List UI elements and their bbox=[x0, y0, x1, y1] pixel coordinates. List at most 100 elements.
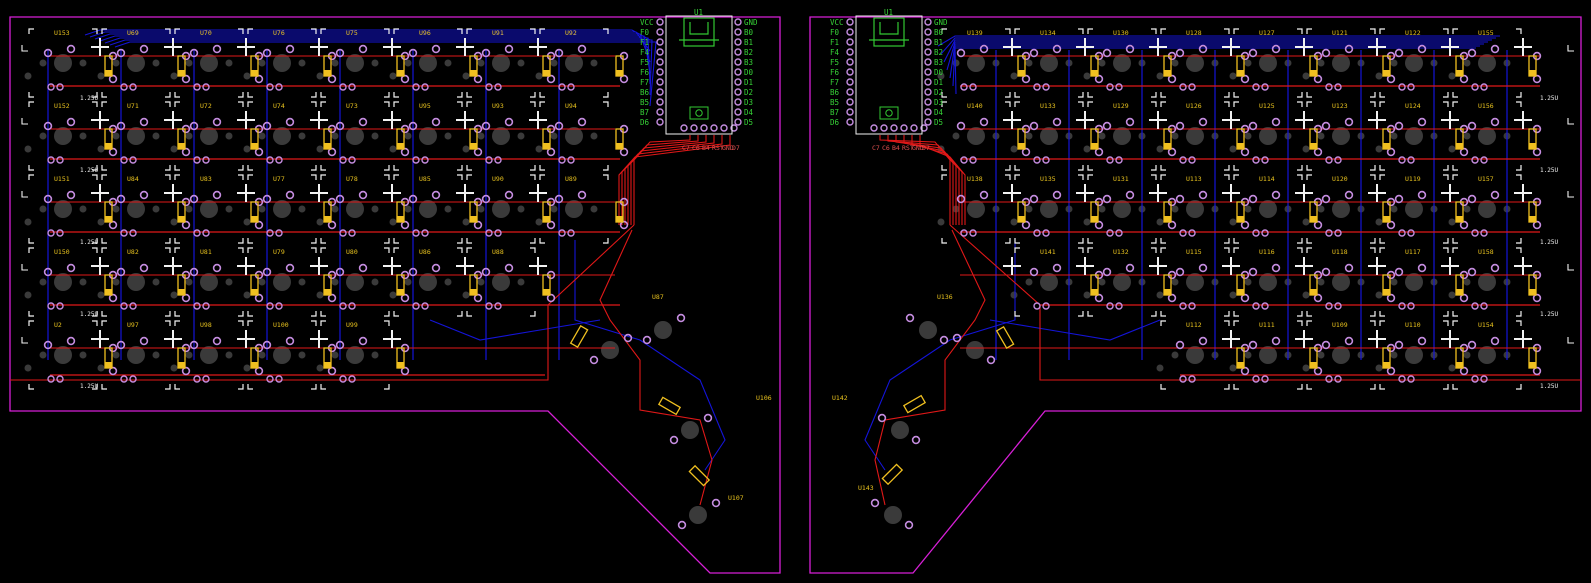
switch-pad bbox=[979, 117, 989, 127]
diode-band bbox=[1310, 70, 1317, 76]
mcu-pin-pad bbox=[924, 108, 932, 116]
diode-band bbox=[543, 143, 550, 149]
switch-peg-hole bbox=[404, 132, 412, 140]
switch-pad bbox=[554, 121, 564, 131]
plus-mark bbox=[1149, 111, 1167, 129]
led-pad bbox=[421, 302, 429, 310]
right-reset-pad bbox=[885, 109, 893, 117]
switch-corner-mark bbox=[238, 247, 244, 253]
led-pad bbox=[485, 83, 493, 91]
switch-pad bbox=[285, 336, 295, 346]
stab-hole bbox=[1010, 291, 1018, 299]
switch-corner-mark bbox=[1379, 238, 1385, 244]
diode-pad bbox=[181, 293, 191, 303]
mcu-pin-label: D2 bbox=[934, 88, 943, 97]
diode-band bbox=[1456, 70, 1463, 76]
switch-reference: U73 bbox=[346, 102, 358, 110]
diode-band bbox=[397, 143, 404, 149]
mcu-pin-pad bbox=[734, 38, 742, 46]
plus-mark bbox=[1003, 38, 1021, 56]
switch-corner-mark bbox=[1306, 320, 1312, 326]
right-mcu-ref: U1 bbox=[884, 8, 893, 17]
switch-corner-mark bbox=[165, 384, 171, 390]
mcu-pin-pad bbox=[734, 28, 742, 36]
switch-center-hole bbox=[273, 127, 291, 145]
switch-pad bbox=[1467, 194, 1477, 204]
led-pad bbox=[339, 375, 347, 383]
stab-hole bbox=[97, 145, 105, 153]
diode-pad bbox=[1459, 147, 1469, 157]
switch-pad bbox=[212, 117, 222, 127]
switch-reference: U91 bbox=[492, 29, 504, 37]
switch-corner-mark bbox=[101, 238, 107, 244]
switch-pad bbox=[1417, 44, 1427, 54]
column-bus bbox=[109, 39, 653, 96]
mcu-pin-pad bbox=[656, 68, 664, 76]
switch-pad bbox=[1248, 340, 1258, 350]
thumb-pad bbox=[952, 333, 962, 343]
switch-corner-mark bbox=[174, 174, 180, 180]
diode-pad bbox=[1313, 147, 1323, 157]
switch-reference: U135 bbox=[1040, 175, 1056, 183]
plus-mark bbox=[1295, 111, 1313, 129]
switch-corner-mark bbox=[311, 311, 317, 317]
switch-pad bbox=[1467, 121, 1477, 131]
switch-center-hole bbox=[1113, 200, 1131, 218]
switch-corner-mark bbox=[165, 165, 171, 171]
switch-corner-mark bbox=[311, 174, 317, 180]
switch-center-hole bbox=[1259, 346, 1277, 364]
switch-corner-mark bbox=[1078, 174, 1084, 180]
switch-reference: U141 bbox=[1040, 248, 1056, 256]
switch-peg-hole bbox=[371, 205, 379, 213]
switch-corner-mark bbox=[311, 384, 317, 390]
led-pad bbox=[275, 229, 283, 237]
switch-center-hole bbox=[1259, 273, 1277, 291]
switch-corner-mark bbox=[1005, 238, 1011, 244]
plus-mark bbox=[1222, 111, 1240, 129]
led-pad bbox=[193, 83, 201, 91]
switch-center-hole bbox=[1186, 54, 1204, 72]
edge-mark bbox=[21, 45, 28, 52]
switch-center-hole bbox=[1405, 346, 1423, 364]
mcu-pin-label: F6 bbox=[830, 68, 840, 77]
switch-pad bbox=[358, 336, 368, 346]
switch-peg-hole bbox=[477, 278, 485, 286]
switch-pad bbox=[1394, 194, 1404, 204]
mcu-pin-pad bbox=[734, 118, 742, 126]
switch-pad bbox=[189, 48, 199, 58]
switch-pad bbox=[1052, 117, 1062, 127]
switch-corner-mark bbox=[247, 28, 253, 34]
key-size-mark: 1.25U bbox=[1540, 95, 1558, 102]
switch-corner-mark bbox=[28, 174, 34, 180]
thumb-diode bbox=[881, 463, 904, 486]
switch-pad bbox=[1175, 340, 1185, 350]
switch-pad bbox=[1029, 121, 1039, 131]
switch-center-hole bbox=[127, 273, 145, 291]
diode-band bbox=[251, 70, 258, 76]
switch-pad bbox=[66, 190, 76, 200]
diode-pad bbox=[181, 74, 191, 84]
mcu-pin-label: B1 bbox=[744, 38, 753, 47]
switch-reference: U154 bbox=[1478, 321, 1494, 329]
column-bus bbox=[949, 43, 1484, 79]
switch-corner-mark bbox=[28, 384, 34, 390]
led-pad bbox=[202, 302, 210, 310]
switch-peg-hole bbox=[331, 205, 339, 213]
mcu-pin-pad bbox=[846, 18, 854, 26]
switch-center-hole bbox=[54, 127, 72, 145]
led-pad bbox=[1106, 83, 1114, 91]
switch-corner-mark bbox=[457, 92, 463, 98]
switch-center-hole bbox=[1259, 127, 1277, 145]
switch-corner-mark bbox=[101, 311, 107, 317]
switch-peg-hole bbox=[39, 59, 47, 67]
diode-pad bbox=[1094, 220, 1104, 230]
diode-pad bbox=[400, 293, 410, 303]
switch-corner-mark bbox=[1370, 92, 1376, 98]
switch-reference: U109 bbox=[1332, 321, 1348, 329]
stab-hole bbox=[1302, 364, 1310, 372]
mcu-pin-pad bbox=[734, 98, 742, 106]
diode-band bbox=[1164, 70, 1171, 76]
switch-pad bbox=[1198, 44, 1208, 54]
mcu-pin-pad bbox=[924, 98, 932, 106]
switch-peg-hole bbox=[298, 351, 306, 359]
